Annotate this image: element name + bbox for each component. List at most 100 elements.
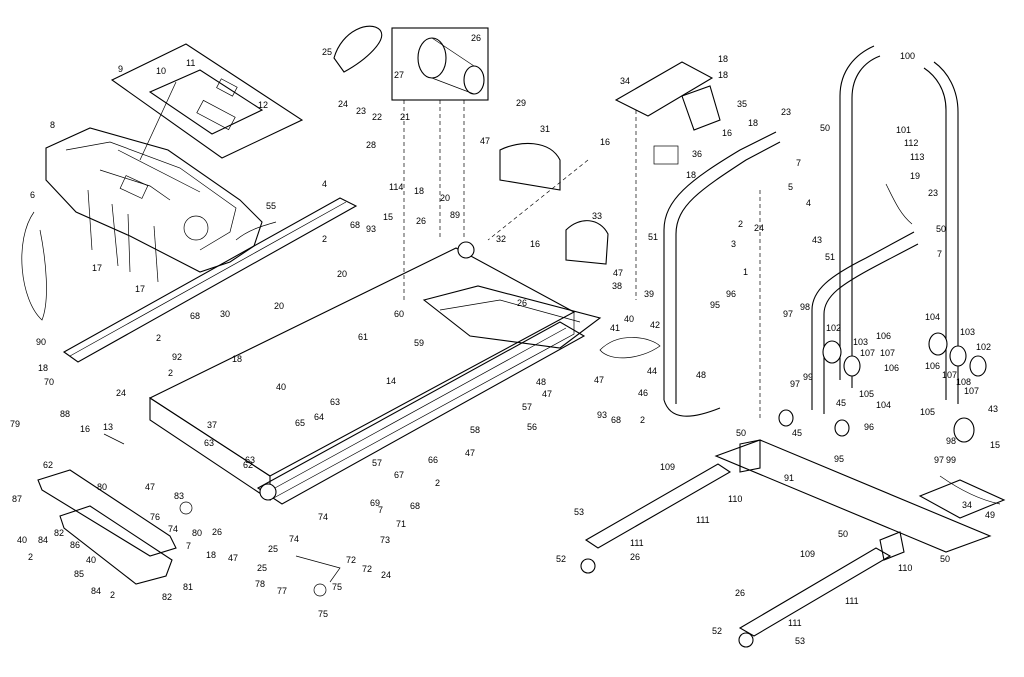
part-callout: 13 — [103, 422, 113, 432]
part-callout: 47 — [542, 389, 552, 399]
part-callout: 47 — [145, 482, 155, 492]
part-callout: 16 — [722, 128, 732, 138]
part-callout: 26 — [735, 588, 745, 598]
part-callout: 93 — [597, 410, 607, 420]
part-callout: 23 — [928, 188, 938, 198]
part-callout: 77 — [277, 586, 287, 596]
part-callout: 80 — [97, 482, 107, 492]
part-callout: 40 — [86, 555, 96, 565]
part-callout: 111 — [788, 618, 802, 628]
part-callout: 16 — [530, 239, 540, 249]
part-callout: 78 — [255, 579, 265, 589]
side-rail-left — [62, 197, 358, 363]
part-callout: 105 — [920, 407, 935, 417]
part-callout: 8 — [50, 120, 55, 130]
part-callout: 45 — [836, 398, 846, 408]
part-callout: 18 — [206, 550, 216, 560]
part-callout: 98 — [800, 302, 810, 312]
part-callout: 4 — [322, 179, 327, 189]
part-callout: 49 — [985, 510, 995, 520]
part-callout: 28 — [366, 140, 376, 150]
part-callout: 2 — [738, 219, 743, 229]
part-callout: 9 — [118, 64, 123, 74]
part-callout: 111 — [696, 515, 710, 525]
part-callout: 62 — [43, 460, 53, 470]
part-callout: 76 — [150, 512, 160, 522]
part-callout: 87 — [12, 494, 22, 504]
part-callout: 12 — [258, 100, 268, 110]
part-callout: 90 — [36, 337, 46, 347]
part-callout: 48 — [696, 370, 706, 380]
part-callout: 110 — [898, 563, 912, 573]
part-callout: 17 — [92, 263, 102, 273]
part-callout: 37 — [207, 420, 217, 430]
part-callout: 63 — [330, 397, 340, 407]
part-callout: 71 — [396, 519, 406, 529]
part-callout: 6 — [30, 190, 35, 200]
part-callout: 95 — [710, 300, 720, 310]
part-callout: 89 — [450, 210, 460, 220]
part-callout: 53 — [574, 507, 584, 517]
part-callout: 35 — [737, 99, 747, 109]
part-callout: 50 — [820, 123, 830, 133]
part-callout: 31 — [540, 124, 550, 134]
console-overlay-box — [110, 43, 304, 159]
stabilizer-tube-front — [580, 463, 732, 574]
part-callout: 109 — [660, 462, 675, 472]
part-callout: 24 — [338, 99, 348, 109]
part-callout: 70 — [44, 377, 54, 387]
part-callout: 34 — [962, 500, 972, 510]
part-callout: 102 — [826, 323, 841, 333]
side-rail-right — [256, 321, 586, 505]
part-callout: 44 — [647, 366, 657, 376]
part-callout: 107 — [880, 348, 895, 358]
part-callout: 97 — [934, 455, 944, 465]
part-callout: 1 — [743, 267, 748, 277]
rear-leg-plate — [918, 479, 1006, 519]
part-callout: 33 — [592, 211, 602, 221]
part-callout: 109 — [800, 549, 815, 559]
part-callout: 97 — [790, 379, 800, 389]
part-callout: 107 — [942, 370, 957, 380]
part-callout: 20 — [337, 269, 347, 279]
part-callout: 107 — [860, 348, 875, 358]
part-callout: 15 — [990, 440, 1000, 450]
part-callout: 86 — [70, 540, 80, 550]
part-callout: 69 — [370, 498, 380, 508]
part-callout: 102 — [976, 342, 991, 352]
part-callout: 68 — [410, 501, 420, 511]
part-callout: 57 — [372, 458, 382, 468]
part-callout: 73 — [380, 535, 390, 545]
part-callout: 5 — [788, 182, 793, 192]
part-callout: 48 — [536, 377, 546, 387]
part-callout: 50 — [736, 428, 746, 438]
part-callout: 74 — [318, 512, 328, 522]
part-callout: 26 — [517, 298, 527, 308]
part-callout: 60 — [394, 309, 404, 319]
part-callout: 104 — [925, 312, 940, 322]
part-callout: 29 — [516, 98, 526, 108]
part-callout: 2 — [28, 552, 33, 562]
part-callout: 2 — [640, 415, 645, 425]
handrail-end-caps — [778, 332, 987, 443]
wire-harness — [21, 211, 277, 321]
part-callout: 41 — [610, 323, 620, 333]
part-callout: 96 — [726, 289, 736, 299]
part-callout: 99 — [803, 372, 813, 382]
part-callout: 82 — [162, 592, 172, 602]
part-callout: 51 — [648, 232, 658, 242]
part-callout: 27 — [394, 70, 404, 80]
part-callout: 18 — [718, 70, 728, 80]
part-callout: 111 — [630, 538, 644, 548]
part-callout: 74 — [289, 534, 299, 544]
part-callout: 74 — [168, 524, 178, 534]
part-callout: 81 — [183, 582, 193, 592]
part-callout: 26 — [416, 216, 426, 226]
part-callout: 25 — [268, 544, 278, 554]
part-callout: 105 — [859, 389, 874, 399]
motor-hood-covers — [499, 142, 609, 265]
part-callout: 47 — [465, 448, 475, 458]
part-callout: 10 — [156, 66, 166, 76]
part-callout: 79 — [10, 419, 20, 429]
